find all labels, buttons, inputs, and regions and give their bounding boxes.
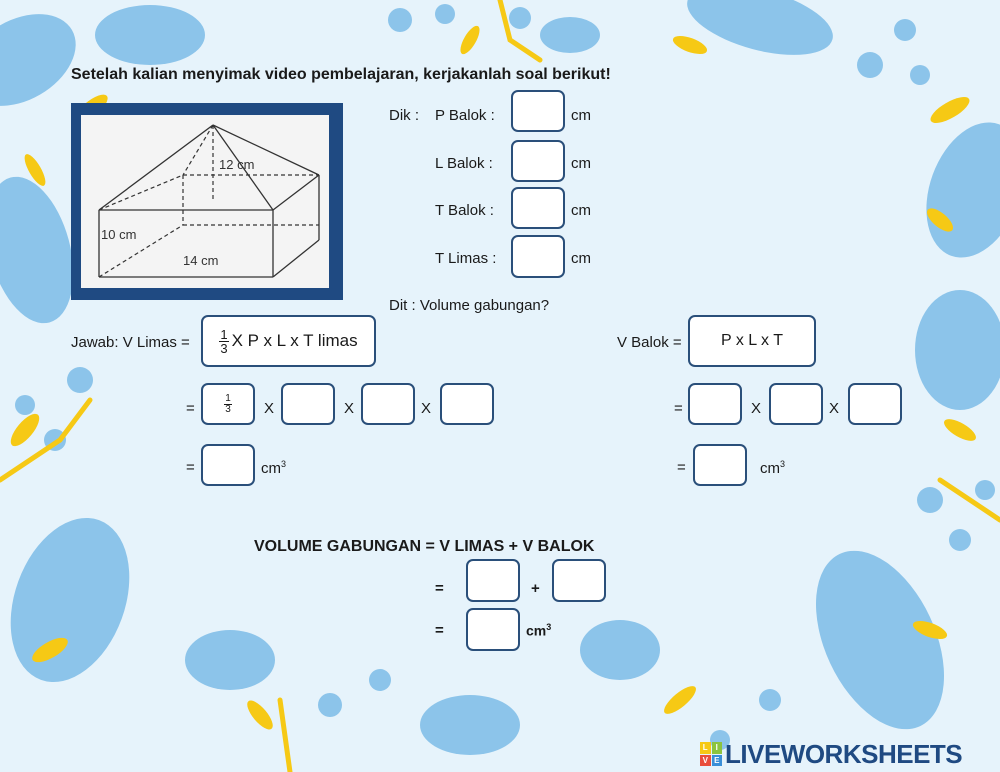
gabungan-eq-1: = bbox=[435, 580, 444, 597]
limas-x-2: X bbox=[344, 400, 355, 417]
limas-l-input[interactable] bbox=[363, 385, 413, 423]
t-balok-input[interactable] bbox=[513, 189, 563, 227]
dik-l-unit: cm bbox=[571, 155, 591, 172]
badge-letter-e: E bbox=[711, 754, 722, 766]
third-numerator: 1 bbox=[224, 392, 232, 405]
balok-unit: cm3 bbox=[760, 459, 785, 477]
balok-t-input-box[interactable] bbox=[848, 383, 902, 425]
badge-letter-l: L bbox=[700, 742, 711, 754]
limas-x-3: X bbox=[421, 400, 432, 417]
brand-text: LIVEWORKSHEETS bbox=[725, 738, 963, 769]
gabungan-balok-input[interactable] bbox=[554, 561, 604, 600]
dik-p-label: P Balok : bbox=[435, 107, 495, 124]
p-balok-input[interactable] bbox=[513, 92, 563, 130]
badge-letter-v: V bbox=[700, 754, 711, 766]
limas-unit-text: cm bbox=[261, 460, 281, 477]
v-limas-formula-box: 1 3 X P x L x T limas bbox=[201, 315, 376, 367]
balok-eq-2: = bbox=[677, 459, 686, 476]
dik-t-label: T Balok : bbox=[435, 202, 494, 219]
p-balok-input-box[interactable] bbox=[511, 90, 565, 132]
prism-pyramid-drawing: 12 cm 10 cm 14 cm bbox=[98, 124, 320, 278]
gabungan-balok-input-box[interactable] bbox=[552, 559, 606, 602]
limas-eq-2: = bbox=[186, 459, 195, 476]
badge-letter-i: I bbox=[711, 742, 722, 754]
t-balok-input-box[interactable] bbox=[511, 187, 565, 229]
live-badge-icon: L I V E bbox=[700, 742, 722, 766]
gabungan-result-input[interactable] bbox=[468, 610, 518, 649]
limas-result-input-box[interactable] bbox=[201, 444, 255, 486]
balok-t-input[interactable] bbox=[850, 385, 900, 423]
limas-unit-sup: 3 bbox=[281, 459, 287, 469]
label-height-limas: 12 cm bbox=[219, 157, 254, 172]
t-limas-input[interactable] bbox=[513, 237, 563, 276]
fraction-numerator: 1 bbox=[219, 326, 229, 342]
third-denominator: 3 bbox=[225, 403, 231, 415]
figure-image: 12 cm 10 cm 14 cm bbox=[81, 115, 329, 288]
dik-tlimas-label: T Limas : bbox=[435, 250, 497, 267]
limas-l-input-box[interactable] bbox=[361, 383, 415, 425]
v-balok-formula-box: P x L x T bbox=[688, 315, 816, 367]
v-balok-label: V Balok = bbox=[617, 334, 682, 351]
dik-p-unit: cm bbox=[571, 107, 591, 124]
balok-l-input[interactable] bbox=[771, 385, 821, 423]
dit-text: Dit : Volume gabungan? bbox=[389, 297, 550, 314]
balok-eq-1: = bbox=[674, 400, 683, 417]
gabungan-result-input-box[interactable] bbox=[466, 608, 520, 651]
balok-unit-sup: 3 bbox=[780, 459, 786, 469]
gabungan-limas-input-box[interactable] bbox=[466, 559, 520, 602]
gabungan-limas-input[interactable] bbox=[468, 561, 518, 600]
balok-formula-text: P x L x T bbox=[721, 332, 783, 349]
balok-p-input[interactable] bbox=[690, 385, 740, 423]
gabungan-plus: + bbox=[531, 580, 540, 597]
third-fraction: 1 3 bbox=[224, 392, 232, 415]
l-balok-input[interactable] bbox=[513, 142, 563, 180]
instruction-text: Setelah kalian menyimak video pembelajar… bbox=[71, 66, 611, 83]
balok-result-input[interactable] bbox=[695, 446, 745, 484]
limas-unit: cm3 bbox=[261, 459, 286, 477]
balok-unit-text: cm bbox=[760, 460, 780, 477]
limas-p-input-box[interactable] bbox=[281, 383, 335, 425]
limas-x-1: X bbox=[264, 400, 275, 417]
t-limas-input-box[interactable] bbox=[511, 235, 565, 278]
label-t-balok: 10 cm bbox=[101, 227, 136, 242]
balok-result-input-box[interactable] bbox=[693, 444, 747, 486]
balok-x-1: X bbox=[751, 400, 762, 417]
fraction-denominator: 3 bbox=[220, 340, 228, 356]
gabungan-title: VOLUME GABUNGAN = V LIMAS + V BALOK bbox=[254, 538, 595, 555]
dik-t-unit: cm bbox=[571, 202, 591, 219]
limas-result-input[interactable] bbox=[203, 446, 253, 484]
figure-frame: 12 cm 10 cm 14 cm bbox=[71, 103, 343, 300]
limas-p-input[interactable] bbox=[283, 385, 333, 423]
balok-l-input-box[interactable] bbox=[769, 383, 823, 425]
liveworksheets-logo: L I V E LIVEWORKSHEETS bbox=[700, 738, 963, 769]
gabungan-unit-sup: 3 bbox=[546, 622, 552, 632]
l-balok-input-box[interactable] bbox=[511, 140, 565, 182]
limas-t-input[interactable] bbox=[442, 385, 492, 423]
jawab-label: Jawab: V Limas = bbox=[71, 334, 190, 351]
dik-label: Dik : bbox=[389, 107, 419, 124]
gabungan-eq-2: = bbox=[435, 622, 444, 639]
balok-x-2: X bbox=[829, 400, 840, 417]
gabungan-unit: cm3 bbox=[526, 622, 551, 639]
dik-tlimas-unit: cm bbox=[571, 250, 591, 267]
limas-third-box: 1 3 bbox=[201, 383, 255, 425]
gabungan-unit-text: cm bbox=[526, 622, 547, 639]
dik-l-label: L Balok : bbox=[435, 155, 493, 172]
balok-p-input-box[interactable] bbox=[688, 383, 742, 425]
label-p-balok: 14 cm bbox=[183, 253, 218, 268]
formula-text: X P x L x T limas bbox=[231, 331, 358, 350]
limas-t-input-box[interactable] bbox=[440, 383, 494, 425]
formula-fraction: 1 3 bbox=[219, 326, 229, 356]
limas-eq-1: = bbox=[186, 400, 195, 417]
